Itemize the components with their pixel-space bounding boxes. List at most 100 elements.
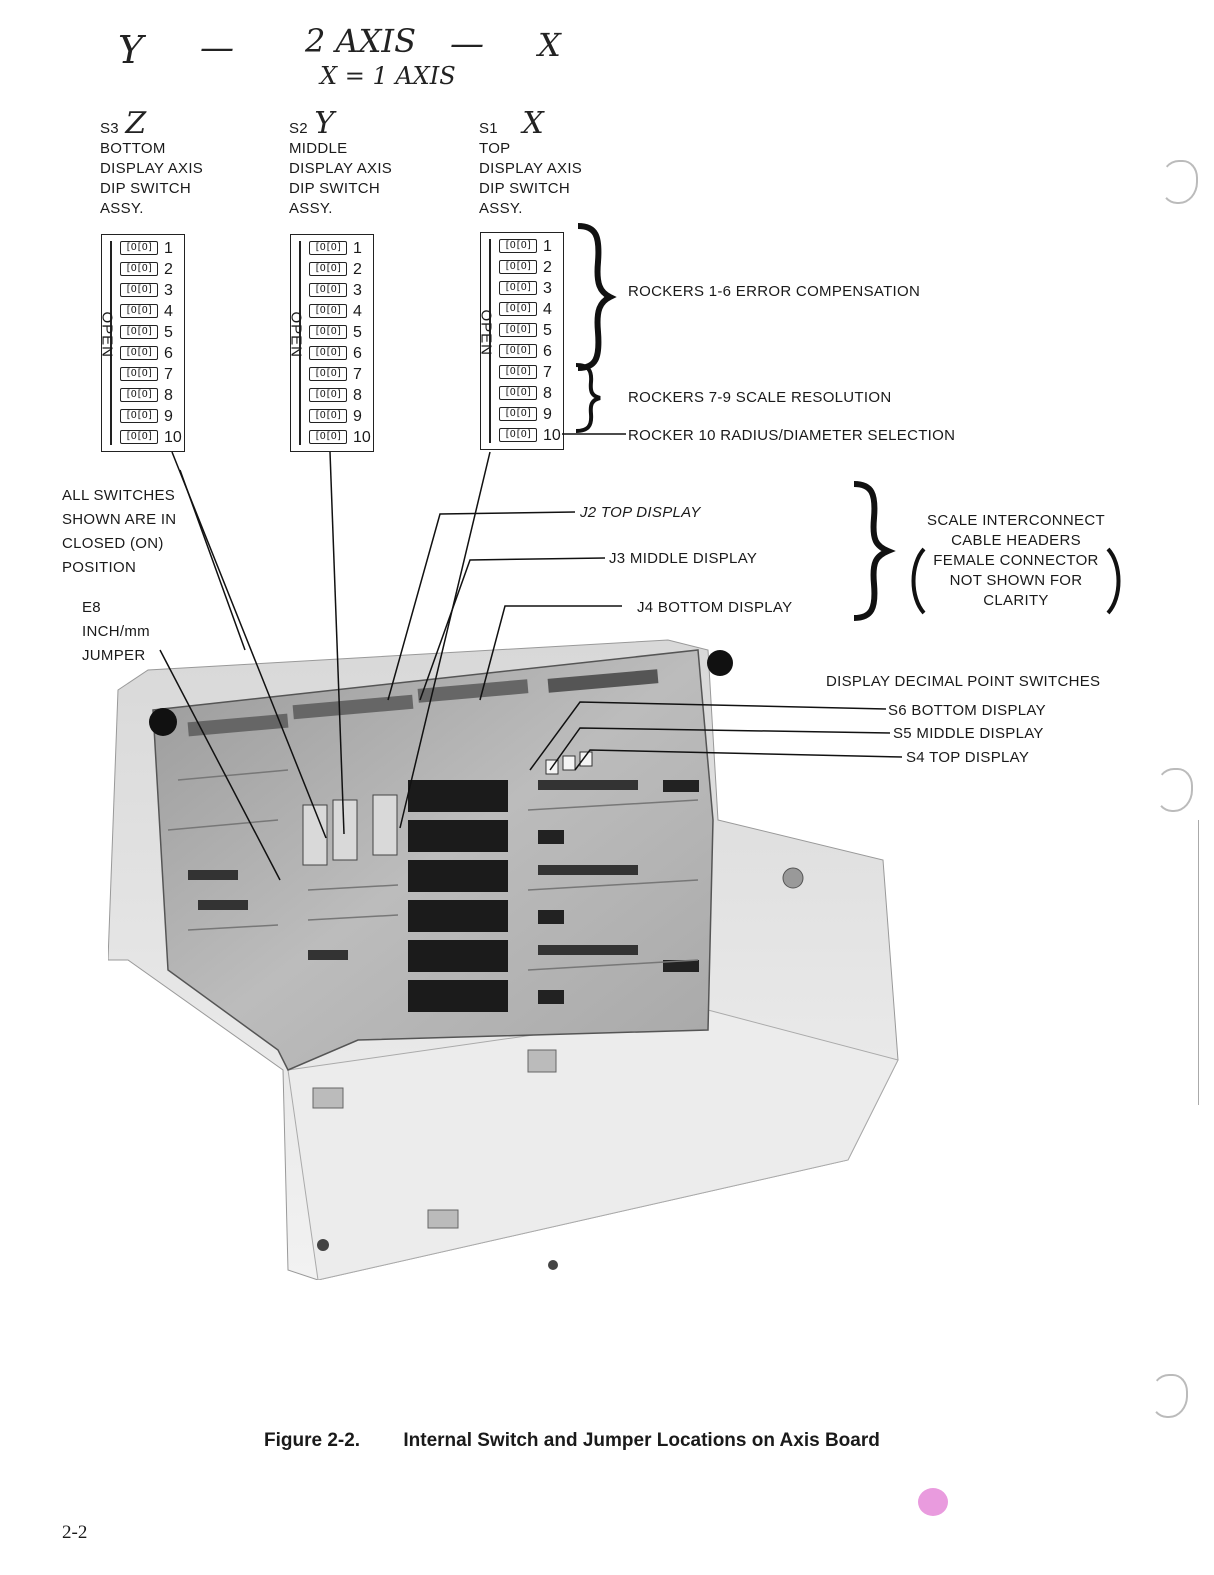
dip-rocker-row: [O[O] 2 [499,258,561,277]
rocker-number: 10 [353,429,371,446]
dip-rocker-row: [O[O]1 [499,237,561,256]
s1-id: S1 [479,120,498,137]
rocker-number: 7 [353,366,362,383]
s3-line: DIP SWITCH [100,180,192,197]
rocker-number: 9 [164,408,173,425]
rocker-glyph: [O[O] [120,325,158,339]
rocker-glyph: [O[O] [120,409,158,423]
rocker-glyph: [O[O] [499,428,537,442]
rocker-glyph: [O[O] [120,367,158,381]
note-line: CABLE HEADERS [951,532,1081,549]
s4-label: S4 TOP DISPLAY [906,749,1030,766]
j4-label: J4 BOTTOM DISPLAY [637,599,793,616]
handwritten-note-x-axis: X = 1 AXIS [320,62,456,90]
rocker-glyph: [O[O] [120,241,158,255]
rockers-1-6-label: ROCKERS 1-6 ERROR COMPENSATION [628,283,921,300]
s1-line: ASSY. [479,200,523,217]
brace-scale-interconnect [853,481,896,621]
dip-switch-s1: OPEN [O[O]1[O[O]2[O[O]3[O[O]4[O[O]5[O[O]… [478,232,564,450]
dip-rocker-row: [O[O] 7 [309,365,371,384]
decimal-switches-title: DISPLAY DECIMAL POINT SWITCHES [826,673,1101,690]
figure-caption: Figure 2-2. Internal Switch and Jumper L… [264,1430,880,1452]
note-line: CLARITY [983,592,1049,609]
dip-divider [299,241,301,445]
binder-hole [1160,160,1198,204]
note-line: INCH/mm [82,623,150,640]
dip-rocker-row: [O[O]8 [120,386,182,405]
dip-divider [110,241,112,445]
rocker-glyph: [O[O] [309,430,347,444]
dip-rocker-row: [O[O]2 [309,260,371,279]
rocker-number: 5 [353,324,362,341]
rocker-glyph: [O[O] [499,407,537,421]
dip-rocker-row: [O[O]1 [120,239,182,258]
figure-title: Internal Switch and Jumper Locations on … [403,1430,880,1451]
rocker-number: 7 [543,364,552,381]
rocker-number: 8 [543,385,552,402]
rocker-number: 9 [543,406,552,423]
s2-id: S2 [289,120,308,137]
rocker-glyph: [O[O] [499,260,537,274]
rocker-glyph: [O[O] [309,367,347,381]
dip-rocker-row: [O[O] 10 [309,428,371,447]
rocker-glyph: [O[O] [309,388,347,402]
rocker-glyph: [O[O] [499,302,537,316]
rocker-glyph: [O[O] [120,262,158,276]
s2-line: DIP SWITCH [289,180,381,197]
rocker-glyph: [O[O] [499,344,537,358]
note-line: NOT SHOWN FOR [949,572,1083,589]
s5-label: S5 MIDDLE DISPLAY [893,725,1044,742]
rocker-glyph: [O[O] [309,325,347,339]
handwritten-dash: — [200,28,234,68]
s6-label: S6 BOTTOM DISPLAY [888,702,1046,719]
s3-line: DISPLAY AXIS [100,160,204,177]
rocker-number: 3 [164,282,173,299]
rocker-glyph: [O[O] [309,346,347,360]
rocker-glyph: [O[O] [499,239,537,253]
brace-rockers-7-9 [575,363,601,433]
rocker-number: 7 [164,366,173,383]
rocker-number: 2 [164,261,173,278]
j3-label: J3 MIDDLE DISPLAY [609,550,758,567]
axis-board-photo [108,639,899,1280]
rocker-number: 10 [543,427,561,444]
rocker-glyph: [O[O] [309,283,347,297]
rocker-number: 5 [164,324,173,341]
dip-rocker-row: [O[O] 9 [499,405,561,424]
rocker-number: 1 [353,240,362,257]
rocker-number: 6 [543,343,552,360]
s3-heading: S3 Z BOTTOM DISPLAY AXIS DIP SWITCH ASSY… [100,109,204,219]
rocker-number: 8 [164,387,173,404]
binder-hole [1155,768,1193,812]
dip-rocker-row: [O[O] 10 [499,426,561,445]
handwritten-dash: — [450,24,484,64]
handwritten-note-x: X [538,26,561,64]
dip-rocker-row: [O[O]3 [309,281,371,300]
s1-line: DIP SWITCH [479,180,571,197]
rocker-number: 2 [543,259,552,276]
handwritten-note-y: Y [118,28,144,72]
dip-rocker-row: [O[O]8 [309,386,371,405]
rocker-number: 4 [164,303,173,320]
rocker-number: 5 [543,322,552,339]
s1-line: DISPLAY AXIS [479,160,583,177]
brace-rockers-1-6 [577,223,617,371]
rocker-10-label: ROCKER 10 RADIUS/DIAMETER SELECTION [628,427,956,444]
s2-line: DISPLAY AXIS [289,160,393,177]
note-line: CLOSED (ON) [62,535,164,552]
dip-rocker-row: [O[O]4 [499,300,561,319]
paren-right [1106,547,1121,615]
rocker-glyph: [O[O] [499,365,537,379]
s2-line: ASSY. [289,200,333,217]
dip-rocker-row: [O[O] 2 [120,260,182,279]
s3-line: BOTTOM [100,140,166,157]
note-line: JUMPER [82,647,146,664]
note-line: FEMALE CONNECTOR [933,552,1099,569]
rocker-number: 10 [164,429,182,446]
s3-line: ASSY. [100,200,144,217]
rocker-glyph: [O[O] [309,304,347,318]
rocker-number: 3 [543,280,552,297]
note-line: ALL SWITCHES [62,487,176,504]
dip-rocker-row: [O[O]1 [309,239,371,258]
